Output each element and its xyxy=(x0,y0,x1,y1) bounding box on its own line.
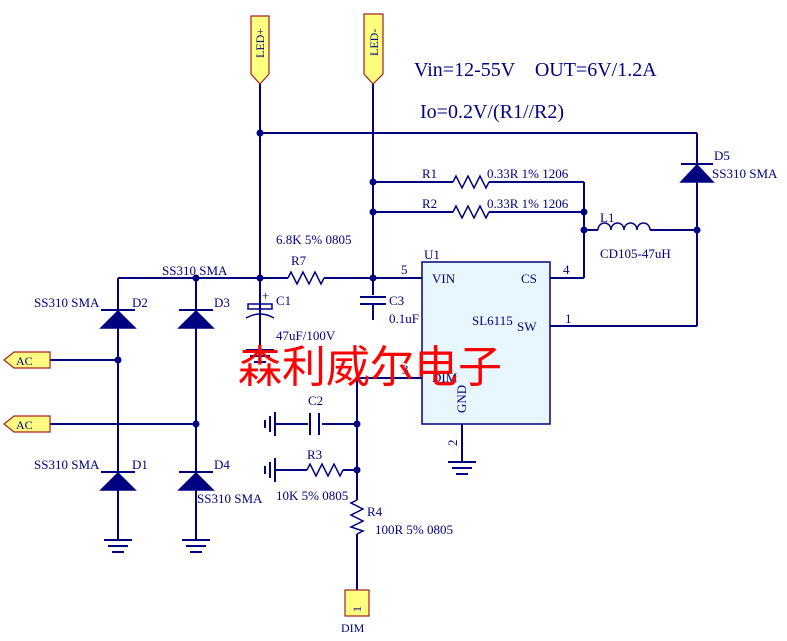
r3-ref: R3 xyxy=(307,447,322,462)
r4-value: 100R 5% 0805 xyxy=(375,522,453,537)
ground-c2 xyxy=(264,412,276,436)
c3-ref: C3 xyxy=(389,293,404,308)
diode-d2: SS310 SMA D2 xyxy=(34,295,148,329)
junctions xyxy=(114,129,701,474)
c2-ref: C2 xyxy=(308,393,323,408)
port-dim: 1 DIM xyxy=(341,589,370,635)
diode-d3: D3 xyxy=(177,295,230,329)
d1-ref: D1 xyxy=(132,457,148,472)
u1-pin-vin-label: VIN xyxy=(432,271,456,286)
resistor-r2: R2 0.33R 1% 1206 xyxy=(422,196,569,220)
u1-pin-5: 5 xyxy=(401,262,408,277)
port-dim-label: DIM xyxy=(341,621,365,635)
r3-value: 10K 5% 0805 xyxy=(276,488,348,503)
u1-part: SL6115 xyxy=(472,313,513,328)
d2-value: SS310 SMA xyxy=(34,295,100,310)
l1-ref: L1 xyxy=(600,210,614,225)
u1-pin-1: 1 xyxy=(565,311,572,326)
c3-value: 0.1uF xyxy=(389,311,419,326)
diode-d4: D4 SS310 SMA xyxy=(177,457,263,506)
port-led-minus: LED- xyxy=(363,13,384,85)
c1-ref: C1 xyxy=(276,293,291,308)
port-led-plus: LED+ xyxy=(250,15,270,85)
r2-value: 0.33R 1% 1206 xyxy=(487,196,569,211)
ground-d4 xyxy=(182,539,210,553)
resistor-r7: R7 6.8K 5% 0805 xyxy=(276,232,351,286)
ground-u1 xyxy=(448,461,476,475)
r1-value: 0.33R 1% 1206 xyxy=(487,166,569,181)
port-ac-top: AC xyxy=(3,351,51,369)
spec-note-io: Io=0.2V/(R1//R2) xyxy=(420,101,564,123)
spec-note-vin-out: Vin=12-55V OUT=6V/1.2A xyxy=(414,59,657,81)
r4-ref: R4 xyxy=(367,504,383,519)
d4-value: SS310 SMA xyxy=(197,491,263,506)
u1-pin-3: 3 xyxy=(402,362,409,377)
inductor-l1: L1 CD105-47uH xyxy=(597,210,671,261)
ic-u1: U1 SL6115 VIN CS SW DIM GND 5 4 1 3 2 xyxy=(401,247,572,446)
watermark-text: 森利威尔电子 xyxy=(238,342,502,393)
u1-pin-2: 2 xyxy=(445,440,460,447)
d2-ref: D2 xyxy=(132,295,148,310)
u1-ref: U1 xyxy=(424,247,440,262)
u1-pin-gnd-label: GND xyxy=(454,385,469,413)
u1-pin-4: 4 xyxy=(563,262,570,277)
ground-c1 xyxy=(246,349,274,363)
capacitor-c3: C3 0.1uF xyxy=(360,293,419,326)
port-led-minus-label: LED- xyxy=(367,29,381,56)
ground-r3 xyxy=(264,458,276,482)
u1-pin-dim-label: DIM xyxy=(432,370,458,385)
d3-ref: D3 xyxy=(214,295,230,310)
c1-value: 47uF/100V xyxy=(276,328,336,343)
resistor-r1: R1 0.33R 1% 1206 xyxy=(422,166,569,190)
capacitor-c2: C2 xyxy=(308,393,323,435)
port-ac-bottom-label: AC xyxy=(16,418,33,432)
u1-pin-sw-label: SW xyxy=(517,319,537,334)
diode-d5: D5 SS310 SMA xyxy=(679,148,778,183)
d5-value: SS310 SMA xyxy=(712,166,778,181)
r1-ref: R1 xyxy=(422,166,437,181)
resistor-r4: R4 100R 5% 0805 xyxy=(349,499,453,537)
r2-ref: R2 xyxy=(422,196,437,211)
r7-ref: R7 xyxy=(291,253,307,268)
l1-value: CD105-47uH xyxy=(600,246,671,261)
ground-d1 xyxy=(104,539,132,553)
r7-value: 6.8K 5% 0805 xyxy=(276,232,351,247)
port-led-plus-label: LED+ xyxy=(253,28,267,58)
u1-pin-cs-label: CS xyxy=(521,271,537,286)
diode-d1: SS310 SMA D1 xyxy=(34,457,148,491)
capacitor-c1: + C1 47uF/100V xyxy=(245,278,336,343)
resistor-r3: R3 10K 5% 0805 xyxy=(276,447,348,503)
c1-plus: + xyxy=(262,288,269,303)
bridge-label: SS310 SMA xyxy=(162,263,228,278)
port-dim-pin: 1 xyxy=(350,606,364,612)
d5-ref: D5 xyxy=(714,148,730,163)
d4-ref: D4 xyxy=(214,457,230,472)
d1-value: SS310 SMA xyxy=(34,457,100,472)
port-ac-bottom: AC xyxy=(3,415,51,433)
port-ac-top-label: AC xyxy=(16,354,33,368)
